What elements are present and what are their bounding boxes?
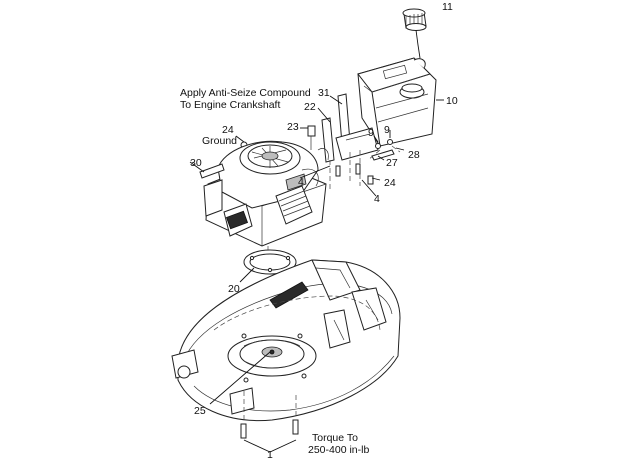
callout-4-right: 4 [374,193,380,205]
callout-27: 27 [386,157,398,169]
engine-bolt-30-part [199,163,225,179]
callout-9-left: 9 [368,127,374,139]
callout-28: 28 [408,149,420,161]
gasket-part [243,249,297,275]
anti-seize-note-line2: To Engine Crankshaft [180,99,280,111]
callout-22: 22 [304,101,316,113]
callout-23: 23 [287,121,299,133]
mower-deck-part [171,259,401,422]
callout-25: 25 [194,405,206,417]
engine-part [203,140,329,262]
callout-24-right: 24 [384,177,396,189]
leader-lines [189,95,444,453]
fuel-cap-part [402,8,427,59]
callout-31: 31 [318,87,330,99]
callout-24-top: 24 [222,124,234,136]
anti-seize-note-line1: Apply Anti-Seize Compound [180,87,311,99]
tank-bracket-part [321,93,379,190]
torque-note-line1: Torque To [312,432,358,444]
torque-note-line2: 250-400 in-lb [308,444,369,456]
callout-30: 30 [190,157,202,169]
callout-1: 1 [267,449,273,460]
callout-9-right: 9 [384,124,390,136]
callout-4-left: 4 [298,176,304,188]
callout-20: 20 [228,283,240,295]
deck-bolts-part [240,390,299,439]
fuel-tank-part [357,57,437,147]
callout-10: 10 [446,95,458,107]
callout-11: 11 [442,1,453,13]
ground-note: Ground [202,135,237,147]
